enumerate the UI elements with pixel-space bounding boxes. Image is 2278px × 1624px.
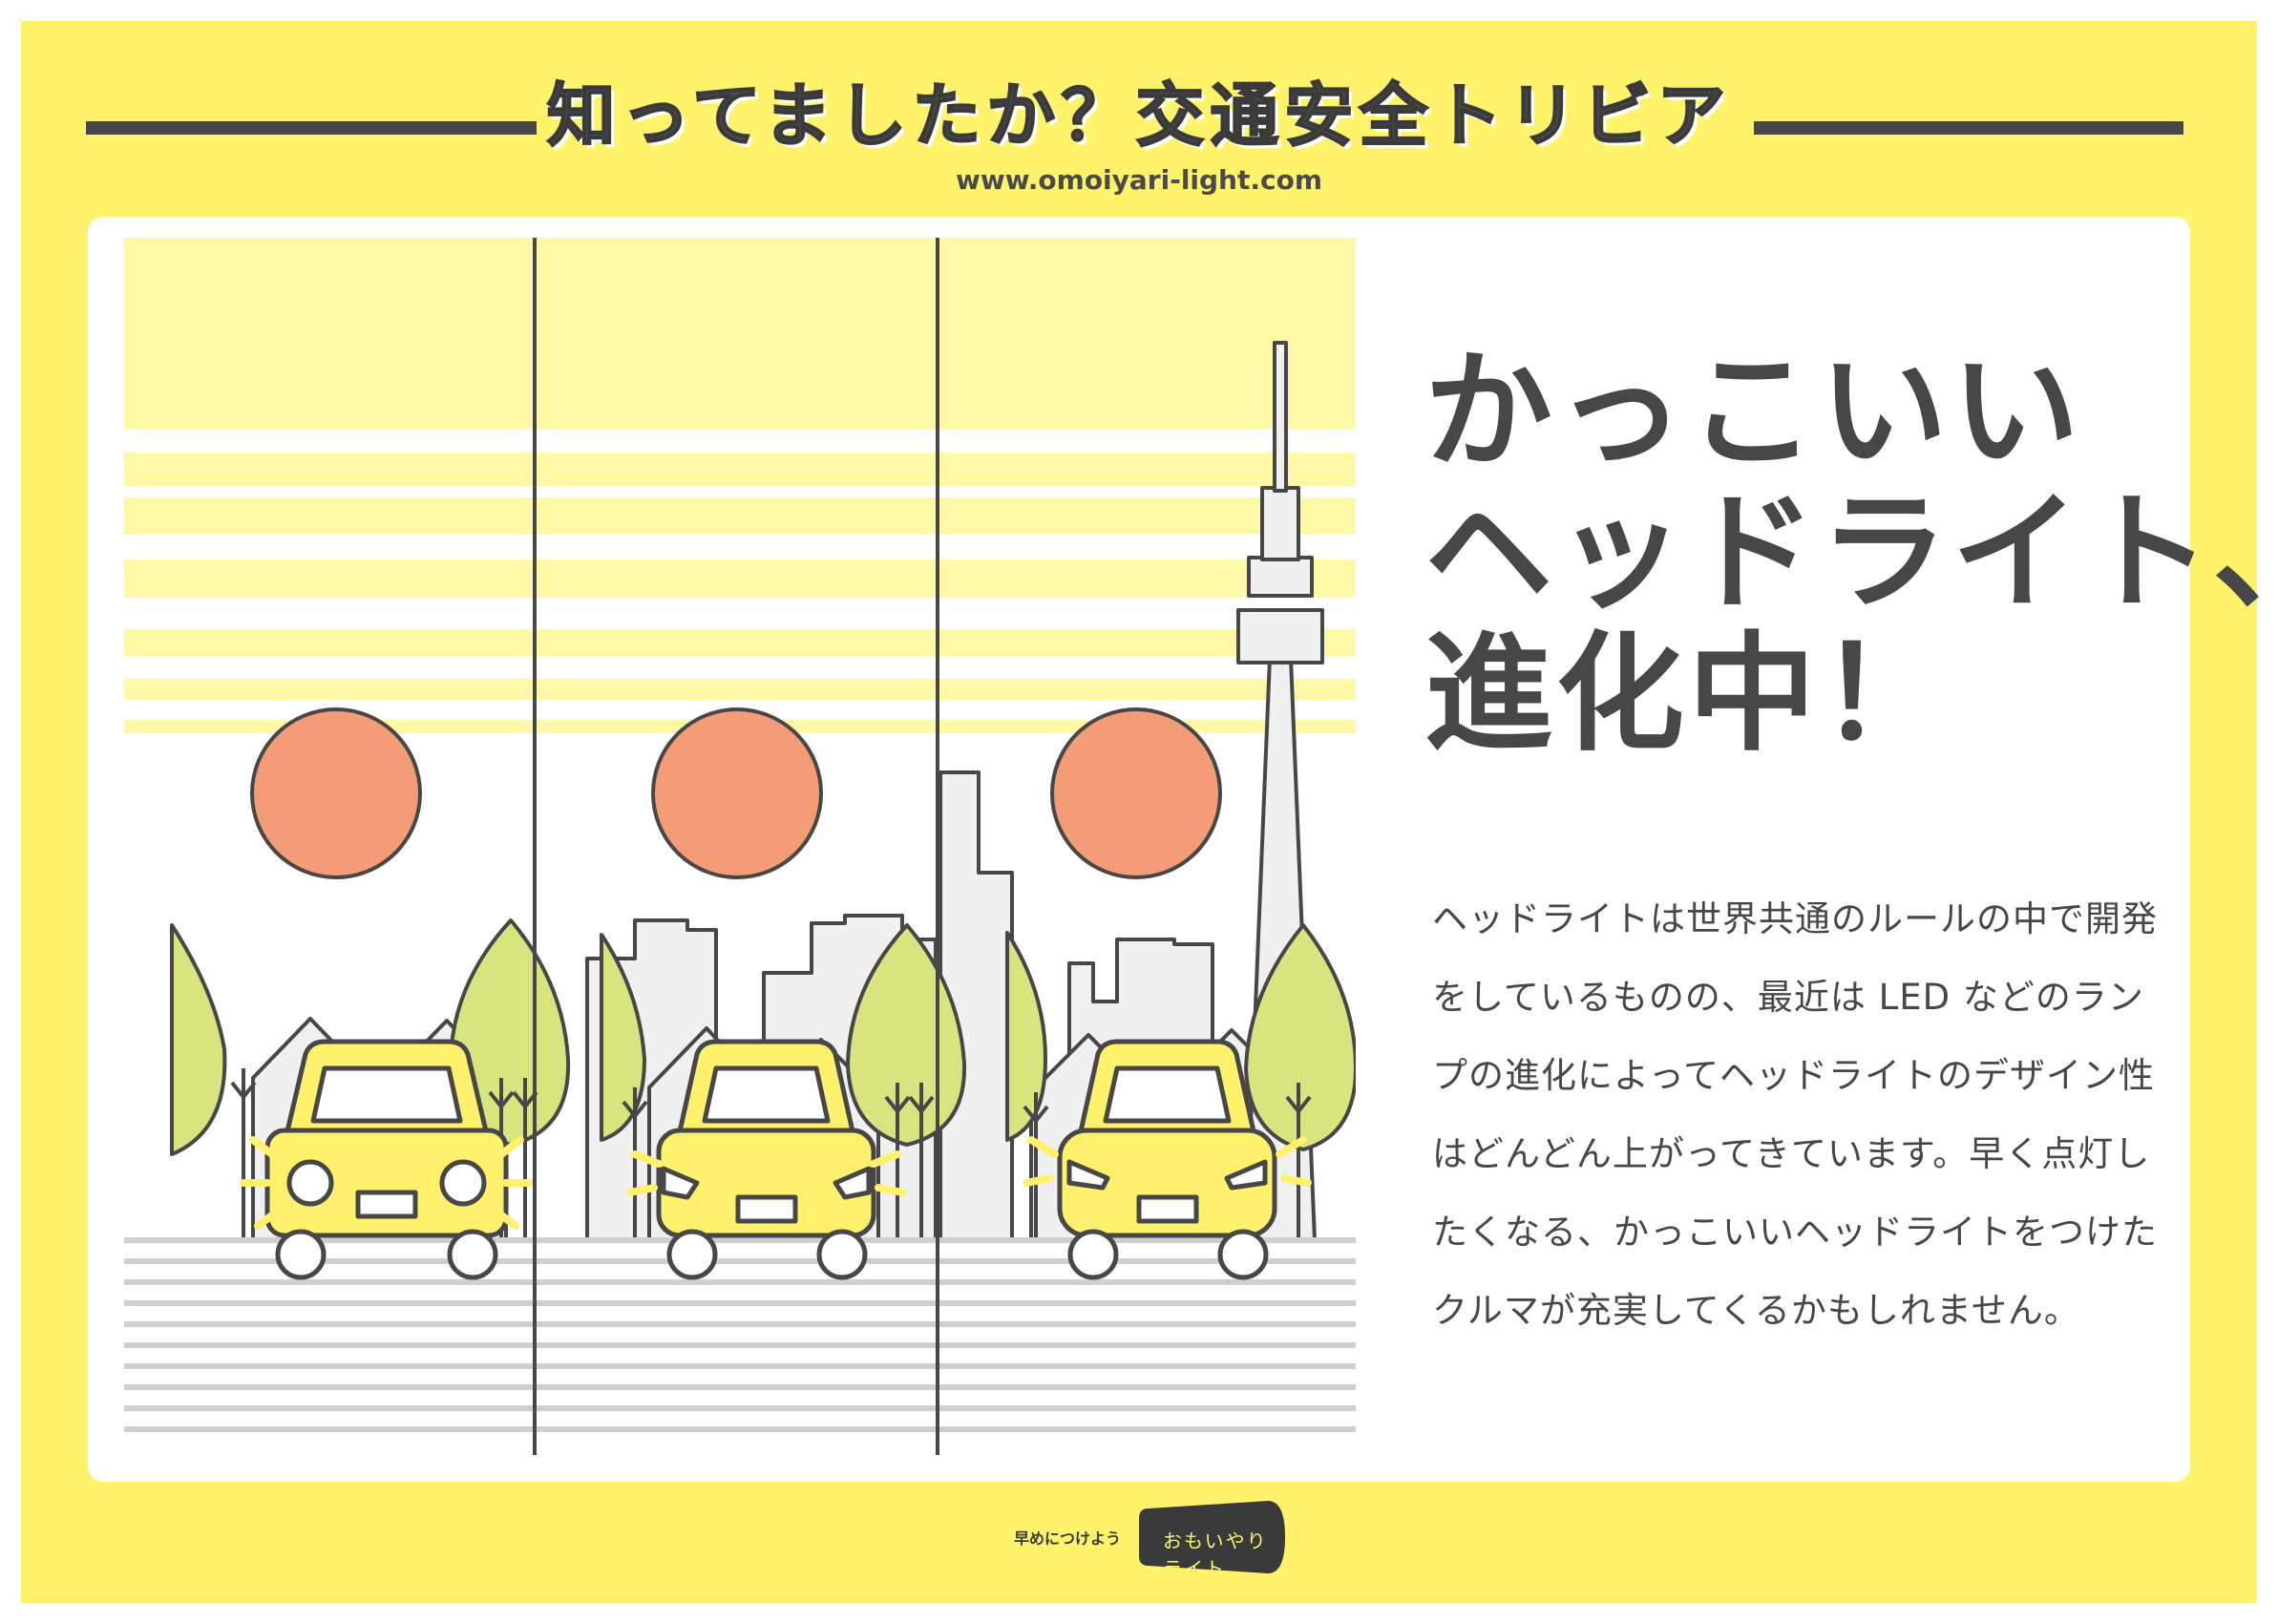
tree-icon	[1005, 931, 1047, 1142]
suns	[250, 707, 1222, 879]
content-panel: かっこいい ヘッドライト、 進化中！ ヘッドライトは世界共通のルールの中で開発を…	[88, 217, 2278, 1482]
car-icon	[264, 1039, 509, 1280]
sun-icon	[250, 707, 422, 879]
title-rule-left	[86, 121, 537, 135]
body-text: ヘッドライトは世界共通のルールの中で開発をしているものの、最近は LED などの…	[1432, 898, 2158, 1331]
tree-icon	[1244, 923, 1356, 1151]
trees	[170, 918, 1356, 1240]
headline-line-3: 進化中！	[1424, 620, 1952, 769]
sky-stripes	[124, 238, 1356, 733]
headline-line-1: かっこいい	[1424, 337, 2084, 486]
panel-dividers	[533, 238, 939, 1455]
car-icon	[656, 1039, 876, 1280]
footer-logo-text: おもいやりライト	[1163, 1529, 1268, 1580]
site-url[interactable]: www.omoiyari-light.com	[955, 164, 1323, 196]
headline-line-2: ヘッドライト、	[1424, 478, 2278, 627]
poster: 知ってましたか？交通安全トリビア www.omoiyari-light.com	[21, 21, 2278, 1603]
illustration	[124, 238, 1356, 1455]
headline: かっこいい ヘッドライト、 進化中！	[1424, 341, 2278, 765]
footer-brand: 早めにつけよう おもいやりライト	[1014, 1499, 1287, 1580]
tree-icon	[170, 923, 227, 1156]
sun-icon	[1050, 707, 1222, 879]
headlight-glow-icon	[240, 1136, 1312, 1230]
tree-icon	[846, 923, 967, 1147]
footer-logo: おもいやりライト	[1134, 1499, 1287, 1580]
title-rule-right	[1754, 121, 2183, 135]
road	[124, 1237, 1356, 1455]
car-icon	[1057, 1039, 1277, 1280]
sun-icon	[651, 707, 823, 879]
footer-tagline: 早めにつけよう	[1014, 1529, 1122, 1548]
page-title: 知ってましたか？交通安全トリビア	[546, 74, 1732, 157]
